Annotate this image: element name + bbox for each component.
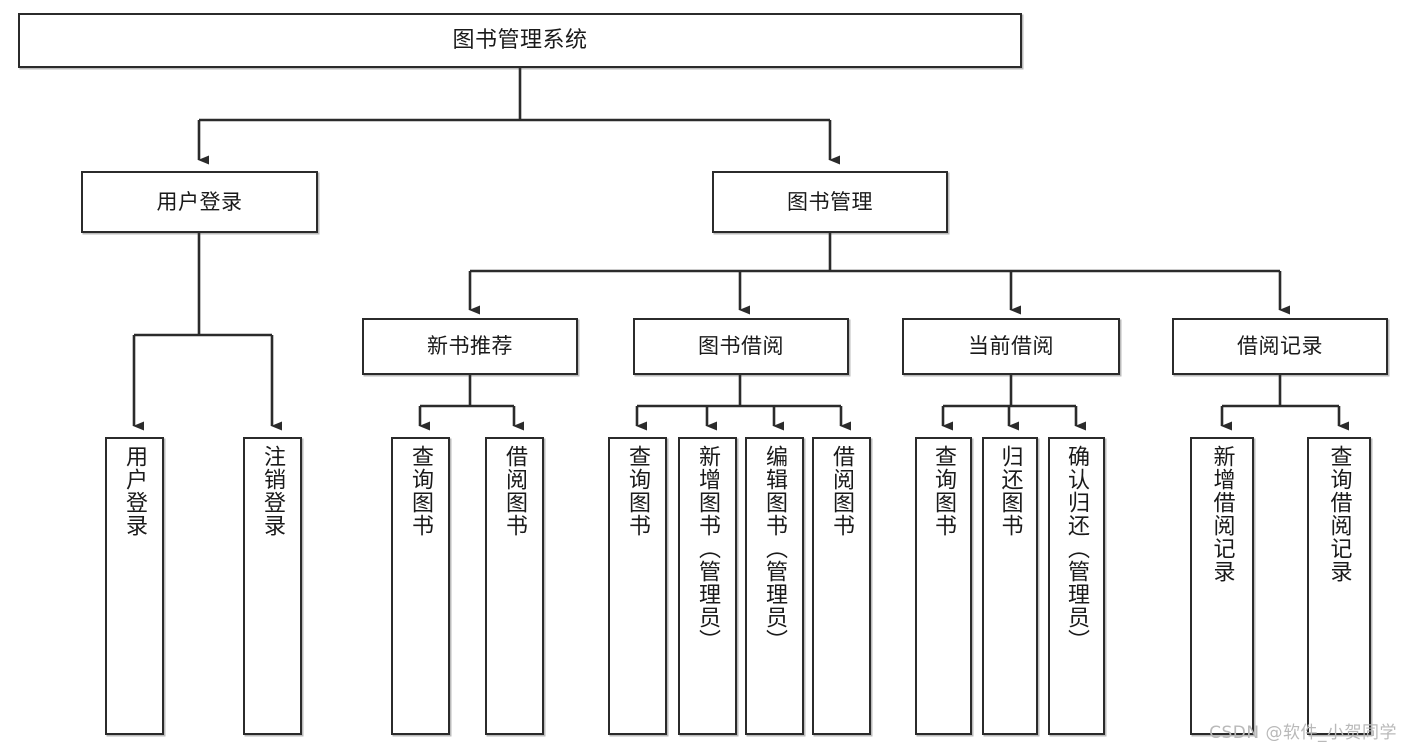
- node-label: 归还图书: [997, 445, 1023, 537]
- leaf-query-books-current[interactable]: 查询图书: [915, 437, 972, 735]
- node-new-book-recommendation[interactable]: 新书推荐: [362, 318, 578, 375]
- leaf-return-books[interactable]: 归还图书: [982, 437, 1038, 735]
- leaf-logout[interactable]: 注销登录: [243, 437, 302, 735]
- node-label: 查询图书: [625, 445, 651, 537]
- leaf-query-borrowing-record[interactable]: 查询借阅记录: [1307, 437, 1371, 735]
- node-user-login[interactable]: 用户登录: [81, 171, 318, 233]
- leaf-user-login[interactable]: 用户登录: [105, 437, 164, 735]
- node-root-book-management-system[interactable]: 图书管理系统: [18, 13, 1022, 68]
- leaf-add-borrowing-record[interactable]: 新增借阅记录: [1190, 437, 1254, 735]
- node-label: 当前借阅: [968, 334, 1054, 359]
- node-label: 查询图书: [408, 445, 434, 537]
- node-label: 新书推荐: [427, 334, 513, 359]
- node-label: 确认归还（管理员）: [1064, 445, 1090, 652]
- node-label: 查询借阅记录: [1326, 445, 1352, 583]
- node-label: 新增图书（管理员）: [695, 445, 721, 652]
- leaf-query-books-recommendation[interactable]: 查询图书: [391, 437, 450, 735]
- node-label: 图书借阅: [698, 334, 784, 359]
- node-label: 图书管理: [787, 189, 873, 214]
- node-label: 新增借阅记录: [1209, 445, 1235, 583]
- leaf-query-books-borrowing[interactable]: 查询图书: [608, 437, 667, 735]
- node-label: 图书管理系统: [452, 27, 588, 53]
- leaf-add-book-admin[interactable]: 新增图书（管理员）: [678, 437, 737, 735]
- leaf-borrow-books-recommendation[interactable]: 借阅图书: [485, 437, 544, 735]
- node-label: 用户登录: [156, 189, 243, 214]
- leaf-edit-book-admin[interactable]: 编辑图书（管理员）: [745, 437, 804, 735]
- watermark-text: CSDN @软件_小贺同学: [1209, 723, 1397, 743]
- node-label: 注销登录: [260, 445, 286, 537]
- node-label: 借阅图书: [502, 445, 528, 537]
- leaf-confirm-return-admin[interactable]: 确认归还（管理员）: [1048, 437, 1105, 735]
- node-borrowing-records[interactable]: 借阅记录: [1172, 318, 1388, 375]
- node-label: 用户登录: [122, 445, 148, 537]
- node-label: 借阅记录: [1237, 334, 1323, 359]
- leaf-borrow-books-borrowing[interactable]: 借阅图书: [812, 437, 871, 735]
- node-label: 借阅图书: [829, 445, 855, 537]
- node-book-borrowing[interactable]: 图书借阅: [633, 318, 849, 375]
- node-book-management[interactable]: 图书管理: [712, 171, 948, 233]
- node-label: 编辑图书（管理员）: [762, 445, 788, 652]
- node-current-borrowing[interactable]: 当前借阅: [902, 318, 1120, 375]
- node-label: 查询图书: [931, 445, 957, 537]
